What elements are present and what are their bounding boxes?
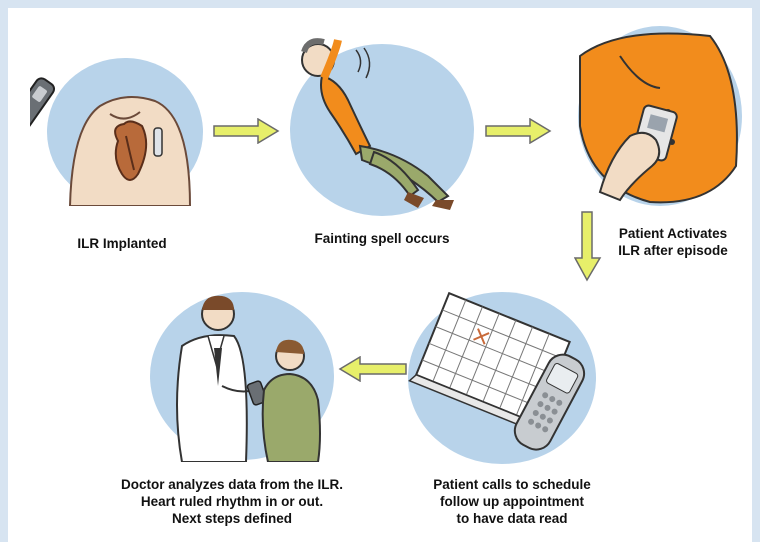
- fainting-person-icon: [290, 38, 474, 216]
- step-patient-activates: [560, 16, 750, 212]
- arrow-right-icon: [213, 118, 280, 144]
- caption-patient-calls: Patient calls to schedule follow up appo…: [433, 477, 591, 526]
- step-fainting: [278, 20, 486, 216]
- caption-ilr-implanted: ILR Implanted: [77, 236, 167, 251]
- chest-implant-icon: [30, 58, 203, 206]
- step-patient-calls: [402, 288, 598, 466]
- step-doctor: [142, 286, 344, 462]
- activator-hand-icon: [578, 26, 742, 206]
- caption-fainting: Fainting spell occurs: [314, 231, 450, 246]
- step-ilr-implanted: [30, 46, 208, 206]
- doctor-patient-icon: [150, 292, 334, 462]
- calendar-phone-icon: [408, 291, 596, 464]
- caption-patient-activates: Patient Activates ILR after episode: [618, 226, 728, 258]
- arrow-down-icon: [574, 211, 602, 282]
- arrow-left-icon: [338, 356, 407, 382]
- arrow-right-icon: [485, 118, 552, 144]
- caption-doctor: Doctor analyzes data from the ILR. Heart…: [120, 477, 344, 526]
